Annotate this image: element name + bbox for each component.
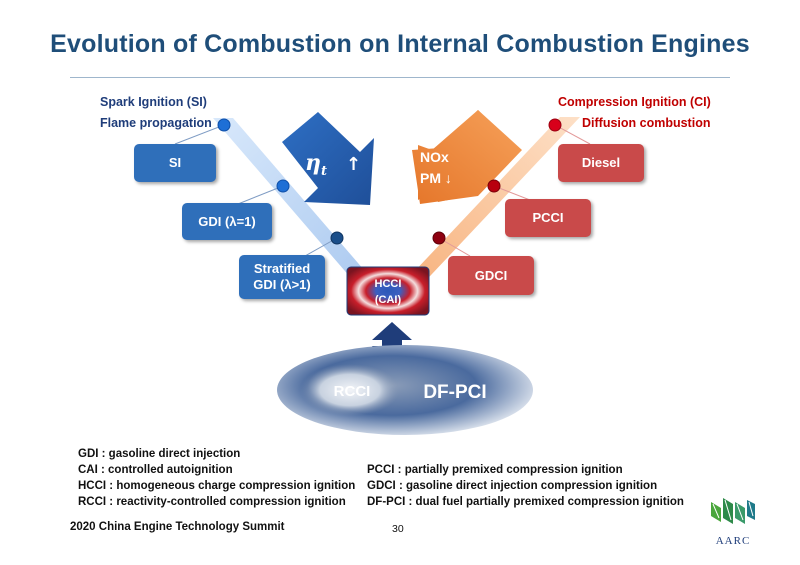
diesel-dot — [548, 118, 562, 132]
page-number: 30 — [392, 523, 404, 535]
glossary-cai: CAI : controlled autoignition — [78, 464, 233, 476]
hcci-box — [346, 266, 430, 316]
diesel-node: Diesel — [558, 144, 644, 182]
hcci-line2: (CAI) — [375, 294, 402, 306]
pcci-dot — [487, 179, 501, 193]
glossary-left: GDI : gasoline direct injection CAI : co… — [78, 446, 355, 510]
page-title: Evolution of Combustion on Internal Comb… — [50, 30, 750, 58]
efficiency-eta: η — [305, 150, 321, 176]
title-divider — [70, 77, 730, 78]
glossary-dfpci: DF-PCI : dual fuel partially premixed co… — [367, 496, 684, 508]
si-node: SI — [134, 144, 216, 182]
gdci-node: GDCI — [448, 256, 534, 295]
diesel-connector — [554, 124, 591, 145]
glossary-rcci: RCCI : reactivity-controlled compression… — [78, 496, 346, 508]
glossary-pcci: PCCI : partially premixed compression ig… — [367, 464, 623, 476]
svg-text:ηt: ηt — [305, 150, 327, 179]
stratified-line2: GDI (λ>1) — [253, 277, 311, 292]
gdi-node: GDI (λ=1) — [182, 203, 272, 240]
emission-pm: PM ↓ — [420, 170, 452, 186]
efficiency-subscript: t — [321, 164, 327, 179]
glossary-gdi: GDI : gasoline direct injection — [78, 448, 241, 460]
efficiency-up-arrow: ↑ — [346, 154, 361, 175]
stratified-line1: Stratified — [253, 261, 311, 276]
ci-branch-title: Compression Ignition (CI) — [558, 95, 711, 109]
rcci-glow — [300, 364, 400, 416]
efficiency-arrow-icon — [282, 112, 374, 205]
aarc-leaf-icon — [711, 498, 755, 524]
rcci-label: RCCI — [334, 383, 371, 400]
glossary-hcci: HCCI : homogeneous charge compression ig… — [78, 480, 356, 492]
gdi-dot — [276, 179, 290, 193]
aarc-logo-text: AARC — [715, 535, 751, 547]
si-evolution-beam — [213, 118, 383, 292]
ci-branch-subtitle: Diffusion combustion — [582, 116, 711, 130]
dfpci-label: DF-PCI — [423, 382, 486, 403]
aarc-logo: AARC — [703, 494, 763, 547]
gdci-dot — [432, 231, 446, 245]
stratified-dot — [330, 231, 344, 245]
si-connector — [174, 124, 225, 145]
glossary-right: PCCI : partially premixed compression ig… — [367, 462, 684, 510]
stratified-gdi-node: Stratified GDI (λ>1) — [239, 255, 325, 299]
emission-nox: NOx — [420, 149, 449, 165]
si-dot — [217, 118, 231, 132]
ci-evolution-beam — [395, 117, 580, 292]
footer-event: 2020 China Engine Technology Summit — [70, 521, 285, 533]
gdi-connector — [237, 185, 284, 205]
pcci-node: PCCI — [505, 199, 591, 237]
hcci-line1: HCCI — [375, 278, 402, 290]
glossary-gdci: GDCI : gasoline direct injection compres… — [367, 480, 658, 492]
si-branch-title: Spark Ignition (SI) — [100, 95, 207, 109]
si-branch-subtitle: Flame propagation — [100, 116, 212, 130]
